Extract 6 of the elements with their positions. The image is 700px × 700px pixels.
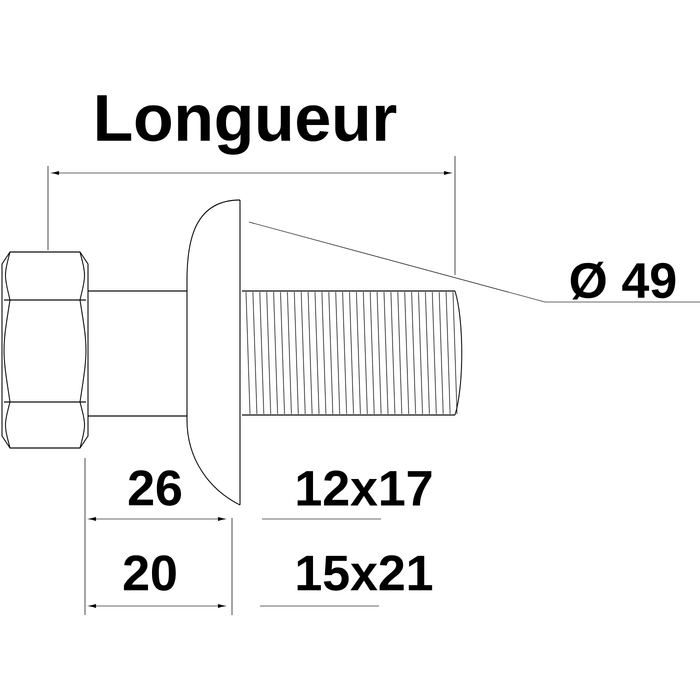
leader-line xyxy=(248,222,700,302)
diameter-label: Ø 49 xyxy=(570,262,676,300)
dimension-label: 15x21 xyxy=(298,555,432,591)
dimension-label: 12x17 xyxy=(298,470,432,506)
bolt-head xyxy=(186,200,240,506)
dimension-label: 20 xyxy=(124,555,176,591)
